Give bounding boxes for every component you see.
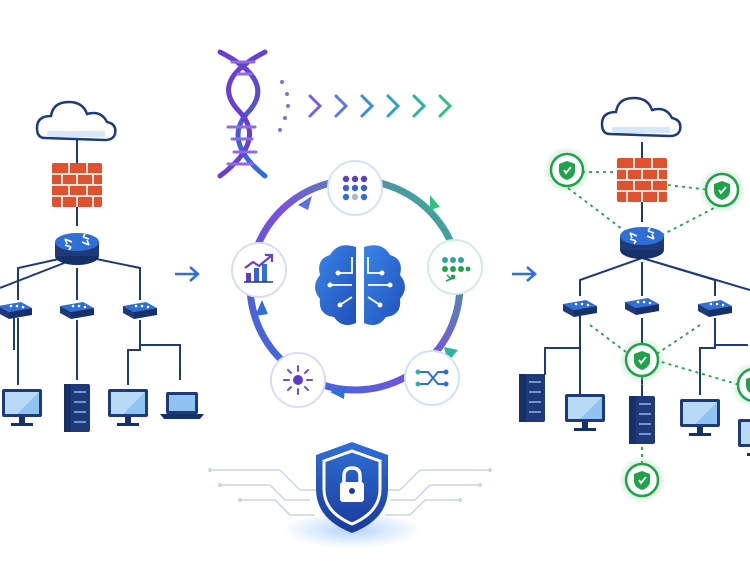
dot-matrix-icon: [442, 257, 471, 282]
arrow-right-icon: [175, 266, 200, 282]
dot-grid-icon: [342, 175, 368, 201]
cloud-icon: [37, 102, 115, 140]
shield-check-icon: [616, 334, 668, 386]
bar-chart-up-icon: [244, 253, 274, 283]
firewall-icon: [616, 157, 668, 203]
detection-node: [270, 352, 326, 408]
ai-cycle: [231, 160, 483, 408]
progress-chevrons: [278, 80, 453, 132]
firewall-icon: [51, 162, 103, 208]
ai-brain-icon: [315, 245, 405, 325]
monitor-icon: [738, 419, 750, 456]
shield-check-icon: [696, 164, 748, 216]
monitor-icon: [680, 399, 720, 436]
router-icon: [619, 226, 665, 260]
monitor-icon: [108, 389, 148, 426]
cloud-icon: [602, 98, 680, 136]
processing-node: [427, 239, 483, 295]
arrow-right-icon: [512, 266, 537, 282]
shuffle-network-icon: [415, 369, 449, 387]
data-grid-node: [327, 160, 383, 216]
workflow-node: [404, 350, 460, 406]
switch-icon: [123, 302, 157, 319]
router-icon: [54, 232, 100, 266]
sparkle-icon: [283, 365, 313, 395]
shield-lock-icon: [316, 442, 388, 533]
switch-icon: [60, 302, 94, 319]
switch-icon: [698, 300, 732, 317]
switch-icon: [625, 298, 659, 315]
left-network: [0, 102, 204, 433]
shield-check-icon: [728, 359, 750, 411]
shield-check-icon: [616, 454, 668, 506]
circuit-traces: [208, 468, 492, 516]
laptop-icon: [160, 392, 204, 419]
shield-check-icon: [541, 144, 593, 196]
switch-icon: [563, 300, 597, 317]
switch-icon: [0, 302, 32, 319]
right-network: [518, 98, 750, 506]
dna-helix-icon: [217, 49, 268, 179]
server-icon: [628, 395, 656, 445]
monitor-icon: [565, 394, 605, 431]
monitor-icon: [2, 389, 42, 426]
server-icon: [63, 383, 91, 433]
server-icon: [518, 373, 546, 423]
analytics-node: [231, 242, 287, 298]
